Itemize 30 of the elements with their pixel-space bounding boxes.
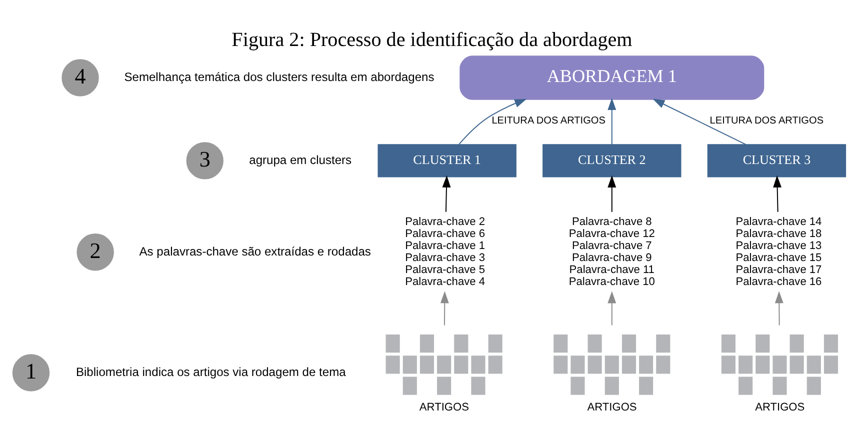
node-label: agrupa em clusters: [249, 152, 352, 166]
node-circle: 4: [62, 58, 99, 96]
arrow: [442, 174, 451, 212]
node-label: As palavras-chave são extraídas e rodadas: [139, 244, 371, 258]
node-text: Palavra-chave 2 Palavra-chave 6 Palavra-chave 1 Palavra-chave 3 Palavra-chave 5 Palavra-chave 4: [405, 215, 485, 288]
node-text: Palavra-chave 14 Palavra-chave 18 Palavra-chave 13 Palavra-chave 15 Palavra-chave 17 Palavra-chave 16: [736, 215, 822, 288]
node-circle: 1: [12, 354, 50, 391]
node-box: CLUSTER 3: [707, 144, 846, 177]
node-label: Bibliometria indica os artigos via rodagem de tema: [76, 364, 346, 378]
node-label: ARTIGOS: [755, 401, 805, 414]
arrow: [458, 98, 527, 144]
node-label: ARTIGOS: [419, 401, 469, 414]
node-box: CLUSTER 1: [378, 144, 516, 177]
arrow: [773, 174, 782, 212]
diagram-title: Figura 2: Processo de identificação da abordagem: [232, 28, 632, 51]
node-circle: 3: [186, 142, 224, 179]
arrow: [652, 98, 746, 144]
node-circle: 2: [76, 233, 114, 270]
arrow: [440, 290, 449, 325]
node-box: ABORDAGEM 1: [460, 55, 764, 100]
node-label: ARTIGOS: [587, 401, 637, 414]
node-text: Palavra-chave 8 Palavra-chave 12 Palavra-chave 7 Palavra-chave 9 Palavra-chave 11 Palavra-chave 10: [568, 215, 655, 288]
node-label: Semelhança temática dos clusters resulta em abordagens: [124, 69, 434, 84]
node-box: CLUSTER 2: [542, 144, 682, 177]
arrow: [608, 174, 616, 212]
edge-label: LEITURA DOS ARTIGOS: [492, 115, 606, 126]
edge-label: LEITURA DOS ARTIGOS: [710, 115, 824, 126]
arrow: [608, 290, 616, 325]
arrow: [774, 290, 784, 325]
arrow: [608, 97, 616, 144]
